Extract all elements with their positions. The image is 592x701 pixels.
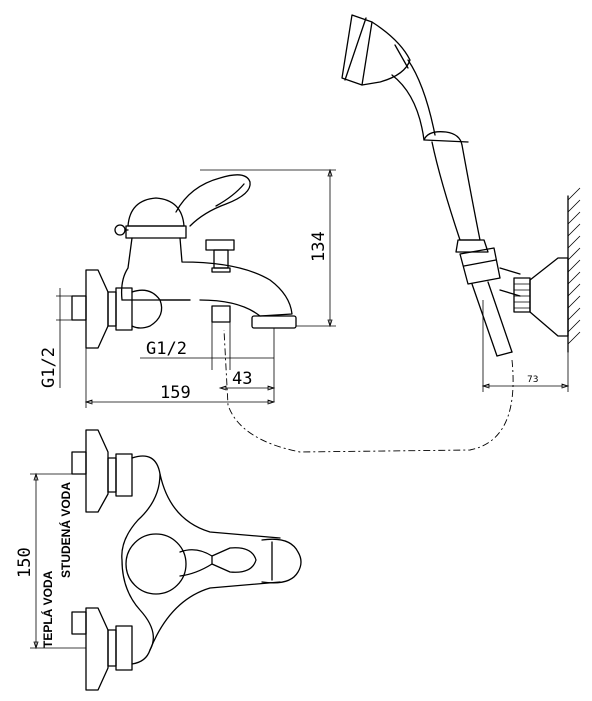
mixer-side-view: [71, 174, 297, 349]
dimension-73-label: 73: [527, 375, 538, 385]
dimension-wall-holder: 73: [481, 300, 570, 392]
cold-water-label: STUDENÁ VODA: [58, 482, 73, 578]
mixer-top-view: [71, 429, 302, 691]
dimension-length: 159: [84, 348, 276, 408]
dimension-inlet-thread-label: G1/2: [39, 347, 59, 388]
dimension-43-label: 43: [232, 369, 252, 389]
dimension-height: 134: [200, 168, 336, 328]
dimension-outlet: G1/2 43: [140, 322, 276, 402]
hose-path: [223, 329, 514, 453]
dimension-134-label: 134: [309, 231, 329, 262]
dimension-159-label: 159: [160, 383, 191, 403]
hand-shower: [341, 14, 581, 357]
hot-water-label: TEPLÁ VODA: [40, 570, 55, 648]
dimension-outlet-thread-label: G1/2: [146, 339, 187, 359]
dimension-inlet-spacing: 150: [15, 472, 86, 650]
dimension-150-label: 150: [15, 547, 35, 578]
dimension-inlet: G1/2: [39, 288, 78, 388]
